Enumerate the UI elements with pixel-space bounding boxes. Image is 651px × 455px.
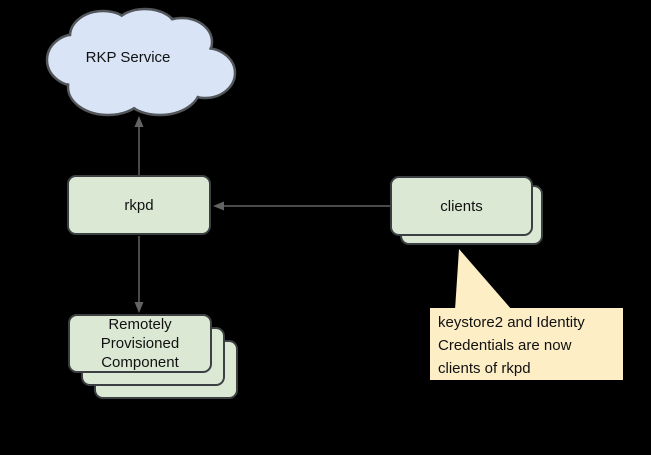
node-rkpd-label: rkpd xyxy=(124,196,154,214)
node-clients-label: clients xyxy=(440,197,483,215)
node-rkp-service-label: RKP Service xyxy=(85,49,171,66)
arrow-rkpd-to-rkp-service xyxy=(134,116,144,175)
node-remotely-provisioned-component-label: Remotely Provisioned Component xyxy=(100,316,180,371)
callout: keystore2 and Identity Credentials are n… xyxy=(430,308,623,380)
callout-tail xyxy=(455,249,512,310)
cloud-shape-fill xyxy=(48,10,234,114)
node-rkpd: rkpd xyxy=(67,175,211,235)
callout-text: keystore2 and Identity Credentials are n… xyxy=(438,314,585,377)
node-clients: clients xyxy=(390,176,533,236)
node-remotely-provisioned-component: Remotely Provisioned Component xyxy=(68,314,212,373)
arrow-clients-to-rkpd xyxy=(213,201,390,211)
arrow-rkpd-to-component xyxy=(134,236,144,313)
